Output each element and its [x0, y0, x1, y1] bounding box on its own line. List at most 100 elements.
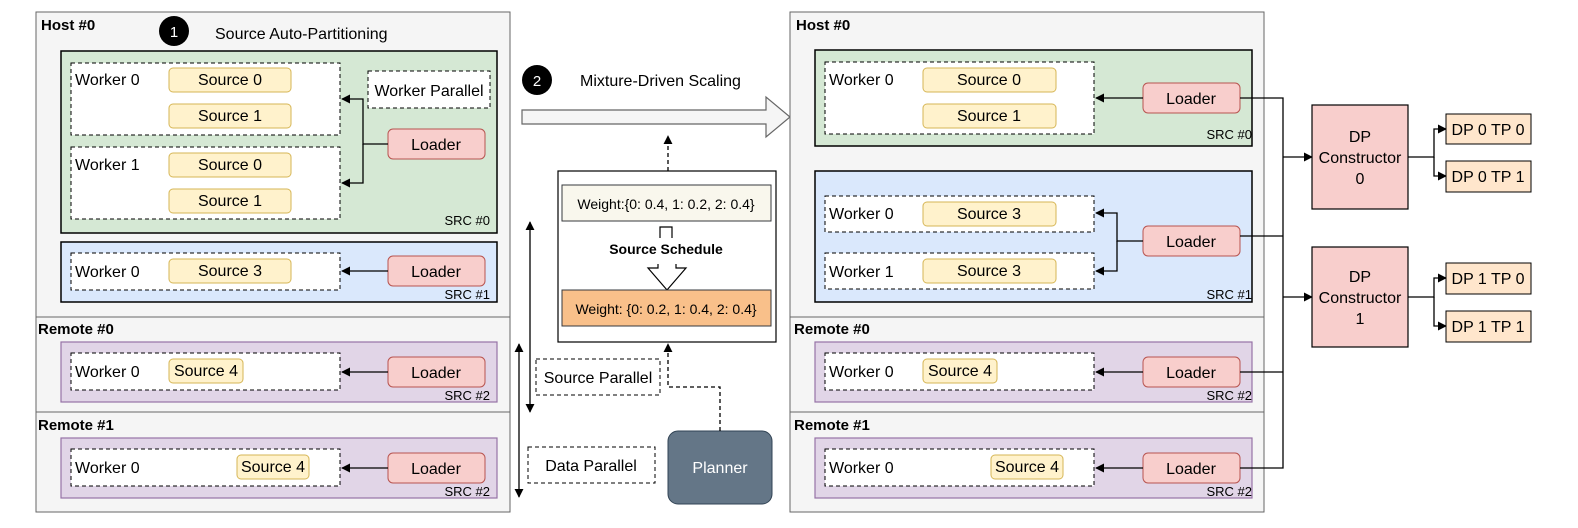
right-remote0-source4-label: Source 4	[928, 363, 992, 380]
c0-to-tp0-arrow	[1408, 124, 1447, 158]
right-src2a-label: SRC #2	[1206, 388, 1252, 403]
weight-before-box	[561, 184, 772, 222]
right-src1-w0-source3-label: Source 3	[957, 206, 1021, 223]
right-src1-worker1-label: Worker 1	[829, 264, 894, 281]
dp-constructor-1	[1311, 246, 1409, 348]
right-worker0-label: Worker 0	[829, 72, 894, 89]
c0-to-tp1-arrow	[1433, 157, 1447, 181]
dp-constructor-1-index: 1	[1356, 311, 1365, 328]
dp-constructor-1-word: Constructor	[1319, 290, 1402, 307]
left-remote0-loader-label: Loader	[411, 365, 461, 382]
right-src1-w1-source3-label: Source 3	[957, 263, 1021, 280]
left-remote1-loader-label: Loader	[411, 461, 461, 478]
step1-label: Source Auto-Partitioning	[215, 26, 388, 43]
dp-constructor-0-dp: DP	[1349, 129, 1371, 146]
left-remote0-source4-label: Source 4	[174, 363, 238, 380]
dp1-tp0-label: DP 1 TP 0	[1452, 271, 1525, 288]
right-w0-source1	[922, 103, 1057, 129]
right-host0-label: Host #0	[796, 17, 850, 34]
step2-label: Mixture-Driven Scaling	[580, 73, 741, 90]
weight-after-label: Weight: {0: 0.2, 1: 0.4, 2: 0.4}	[575, 301, 756, 317]
dp0-tp0-label: DP 0 TP 0	[1452, 122, 1525, 139]
left-worker1-label: Worker 1	[75, 157, 140, 174]
left-w1-source1	[168, 188, 292, 214]
loader-bus-line	[1240, 97, 1284, 469]
schedule-connector	[659, 226, 673, 238]
weight-before-label: Weight:{0: 0.4, 1: 0.2, 2: 0.4}	[577, 196, 755, 212]
left-w0-source0	[168, 67, 292, 93]
left-worker0-label: Worker 0	[75, 72, 140, 89]
source-parallel-box	[535, 358, 661, 396]
left-remote1-label: Remote #1	[38, 417, 114, 434]
left-src1-label: SRC #1	[444, 287, 490, 302]
left-src0-arrow-w1	[341, 144, 364, 188]
dp0-tp0-box	[1445, 113, 1532, 145]
step1-number: 1	[170, 24, 178, 41]
right-remote0-label: Remote #0	[794, 321, 870, 338]
data-parallel-box	[527, 446, 656, 484]
step1-badge	[159, 16, 189, 46]
step2-number: 2	[533, 73, 541, 90]
left-w1-source1-label: Source 1	[198, 193, 262, 210]
left-src2b-label: SRC #2	[444, 484, 490, 499]
left-remote1-worker0-label: Worker 0	[75, 460, 140, 477]
right-src0-loader-label: Loader	[1166, 91, 1216, 108]
right-remote1-worker0-label: Worker 0	[829, 460, 894, 477]
right-remote1-label: Remote #1	[794, 417, 870, 434]
c1-to-tp0-arrow	[1408, 273, 1447, 298]
right-remote1-loader-label: Loader	[1166, 461, 1216, 478]
c1-to-tp1-arrow	[1433, 297, 1447, 331]
dp0-tp1-box	[1445, 160, 1532, 193]
left-remote0-label: Remote #0	[38, 321, 114, 338]
data-parallel-label: Data Parallel	[545, 458, 637, 475]
right-src1-loader-label: Loader	[1166, 234, 1216, 251]
left-src0-label: SRC #0	[444, 213, 490, 228]
left-cluster: Host #0 1 Source Auto-Partitioning SRC #…	[35, 11, 511, 513]
right-src2b-label: SRC #2	[1206, 484, 1252, 499]
right-w0-source0	[922, 67, 1057, 93]
worker-parallel-label: Worker Parallel	[374, 83, 483, 100]
right-src1-w0-source3	[922, 201, 1057, 227]
right-w0-source1-label: Source 1	[957, 108, 1021, 125]
left-w0-source0-label: Source 0	[198, 72, 262, 89]
left-host0-label: Host #0	[41, 17, 95, 34]
planner-label: Planner	[692, 460, 748, 477]
dp1-tp1-label: DP 1 TP 1	[1452, 319, 1525, 336]
left-remote1-source4-label: Source 4	[241, 459, 305, 476]
right-src1-worker0-label: Worker 0	[829, 206, 894, 223]
planner-to-schedule-arrow	[663, 343, 721, 431]
dp-constructor-0-word: Constructor	[1319, 150, 1402, 167]
left-remote0-source4	[168, 358, 244, 384]
dp1-tp1-box	[1445, 310, 1532, 343]
left-remote0-worker0-label: Worker 0	[75, 364, 140, 381]
left-src1-worker0-label: Worker 0	[75, 264, 140, 281]
scaling-block-arrow	[521, 95, 791, 139]
left-src0-loader-label: Loader	[411, 137, 461, 154]
dp-constructor-0	[1311, 104, 1409, 210]
dp-constructor-1-dp: DP	[1349, 269, 1371, 286]
right-src1-arrow-w0	[1095, 208, 1143, 242]
worker-parallel-box	[367, 70, 491, 109]
left-src1-source3	[168, 258, 292, 284]
dp0-tp1-label: DP 0 TP 1	[1452, 169, 1525, 186]
right-src0-label: SRC #0	[1206, 127, 1252, 142]
dp-constructor-0-index: 0	[1356, 171, 1365, 188]
right-w0-source0-label: Source 0	[957, 72, 1021, 89]
step2-badge	[522, 65, 552, 95]
left-w0-source1	[168, 103, 292, 129]
left-w1-source0	[168, 152, 292, 178]
left-src1-loader-label: Loader	[411, 264, 461, 281]
left-w0-source1-label: Source 1	[198, 108, 262, 125]
weight-after-box	[561, 289, 772, 327]
left-src1-source3-label: Source 3	[198, 263, 262, 280]
right-remote0-loader-label: Loader	[1166, 365, 1216, 382]
dp-section: DP Constructor 0 DP Constructor 1 DP 0 T…	[1240, 97, 1532, 469]
right-cluster: Host #0 SRC #0 Worker 0 Source 0 Source …	[789, 11, 1265, 513]
right-src1-label: SRC #1	[1206, 287, 1252, 302]
left-remote1-source4	[236, 454, 310, 480]
right-src1-arrow-w1	[1095, 241, 1118, 276]
schedule-label: Source Schedule	[609, 241, 723, 257]
middle-section: 2 Mixture-Driven Scaling Weight:{0: 0.4,…	[514, 65, 791, 505]
dp1-tp0-box	[1445, 262, 1532, 295]
